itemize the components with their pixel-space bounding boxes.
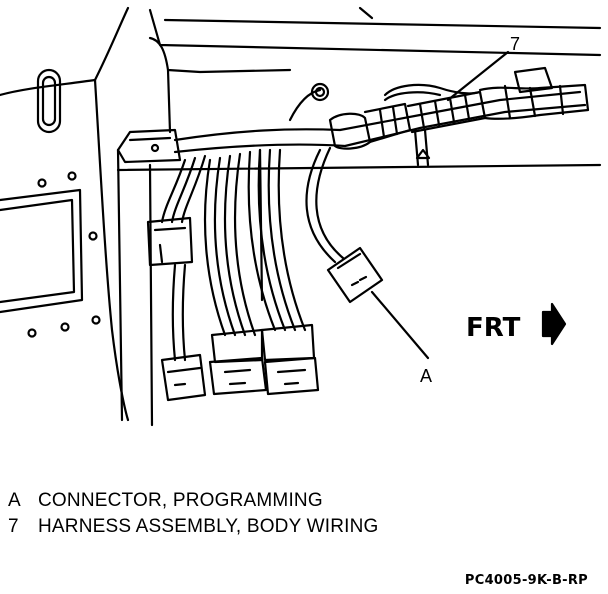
legend-item: 7 HARNESS ASSEMBLY, BODY WIRING — [8, 514, 598, 540]
callout-a: A — [420, 366, 432, 386]
frt-label: FRT — [466, 313, 521, 343]
legend-text: CONNECTOR, PROGRAMMING — [38, 490, 323, 511]
legend-text: HARNESS ASSEMBLY, BODY WIRING — [38, 516, 379, 537]
door-panel — [0, 6, 130, 422]
leader-line-a — [370, 290, 430, 360]
body-panel — [116, 6, 602, 427]
wire-connectors — [146, 216, 320, 402]
legend-item: A CONNECTOR, PROGRAMMING — [8, 488, 598, 514]
legend: A CONNECTOR, PROGRAMMING 7 HARNESS ASSEM… — [8, 488, 598, 540]
figure-code: PC4005-9K-B-RP — [464, 573, 588, 588]
programming-connector — [326, 246, 384, 304]
connector-wires — [160, 146, 345, 362]
body-wiring-harness — [173, 66, 590, 154]
forward-arrow-icon — [541, 302, 567, 346]
leader-line-7 — [446, 50, 510, 102]
legend-key: A — [8, 490, 21, 511]
legend-key: 7 — [8, 516, 19, 537]
harness-bracket — [116, 128, 182, 164]
callout-7: 7 — [510, 34, 520, 54]
